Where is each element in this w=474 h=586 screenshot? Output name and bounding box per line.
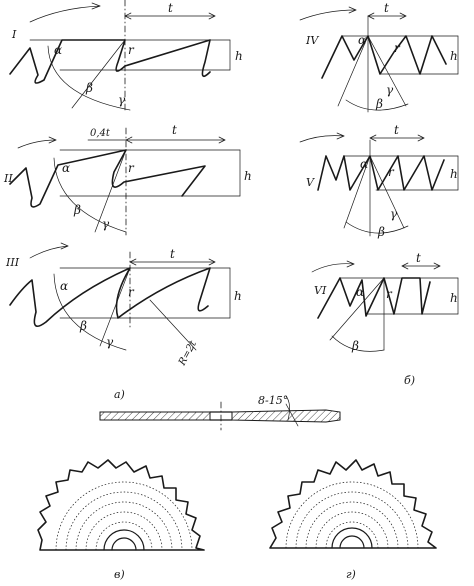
rotation-arrow <box>17 139 57 149</box>
profile-numeral: II <box>3 172 13 185</box>
disc-hub <box>331 527 373 549</box>
alpha-label: α <box>60 279 68 293</box>
beta-label: β <box>375 97 383 111</box>
profile-VI: VI t h α β r <box>311 251 459 353</box>
gamma-label: γ <box>102 217 110 231</box>
profile-II: II 0,4t t h α β γ r <box>3 123 252 236</box>
tooth-outline <box>9 267 211 328</box>
gamma-label: γ <box>386 83 394 97</box>
disc-outline <box>269 459 437 549</box>
r-label: r <box>386 287 393 301</box>
gamma-label: γ <box>118 93 126 107</box>
saw-disc-g: г) <box>269 459 437 581</box>
tooth-outline <box>317 155 445 191</box>
profile-numeral: IV <box>305 34 319 47</box>
profile-IV: IV t h α β γ r <box>299 1 459 113</box>
r-label: r <box>128 43 135 57</box>
height-label: h <box>450 49 458 63</box>
panel-v-caption: в) <box>114 568 125 581</box>
rotation-arrow <box>299 135 345 143</box>
height-label: h <box>450 291 458 305</box>
disc-outline <box>37 459 205 551</box>
profile-V: V t h α β γ r <box>299 123 459 239</box>
rotation-arrow <box>29 245 69 259</box>
r-label: r <box>128 285 135 299</box>
profile-numeral: V <box>306 176 315 189</box>
beta-label: β <box>351 339 359 353</box>
profile-numeral: I <box>11 28 17 41</box>
tooth-outline <box>321 35 447 79</box>
height-label: h <box>450 167 458 181</box>
height-label: h <box>234 289 242 303</box>
pitch-label: t <box>394 123 399 137</box>
pitch-label: t <box>168 1 173 15</box>
pitch-label: t <box>170 247 175 261</box>
rotation-arrow <box>29 5 101 23</box>
profile-III: III t h α β γ r R=2t <box>5 242 242 368</box>
saw-disc-v: в) <box>37 459 205 581</box>
panel-b-caption: б) <box>404 374 415 387</box>
beta-label: β <box>73 203 81 217</box>
land-label: 0,4t <box>90 128 111 139</box>
gamma-label: γ <box>106 335 114 349</box>
pitch-label: t <box>384 1 389 15</box>
height-label: h <box>244 169 252 183</box>
profile-I: I t h α β γ r <box>9 0 243 111</box>
rotation-arrow <box>311 263 355 273</box>
pitch-label: t <box>172 123 177 137</box>
tooth-outline <box>9 149 206 208</box>
profile-numeral: III <box>5 256 20 269</box>
r-label: r <box>128 161 135 175</box>
height-label: h <box>235 49 243 63</box>
profile-numeral: VI <box>314 284 327 297</box>
alpha-label: α <box>54 43 62 57</box>
r-label: r <box>394 41 401 55</box>
tooth-outline <box>9 39 211 84</box>
r-label: r <box>388 165 395 179</box>
beta-label: β <box>377 225 385 239</box>
gamma-label: γ <box>390 207 398 221</box>
radius-leader <box>149 299 197 351</box>
alpha-label: α <box>356 285 364 299</box>
disc-hub <box>103 529 145 551</box>
blade-section: 8-15° <box>99 394 341 431</box>
tooth-outline <box>317 277 431 319</box>
rotation-arrow <box>299 9 357 21</box>
radius-label: R=2t <box>176 338 199 368</box>
beta-label: β <box>79 319 87 333</box>
panel-a-caption: а) <box>114 388 125 401</box>
beta-label: β <box>85 81 93 95</box>
alpha-label: α <box>62 161 70 175</box>
pitch-label: t <box>416 251 421 265</box>
alpha-label: α <box>360 157 368 171</box>
set-angle-label: 8-15° <box>258 394 288 407</box>
alpha-label: α <box>358 33 366 47</box>
blade-body <box>99 411 211 421</box>
panel-g-caption: г) <box>346 568 356 581</box>
